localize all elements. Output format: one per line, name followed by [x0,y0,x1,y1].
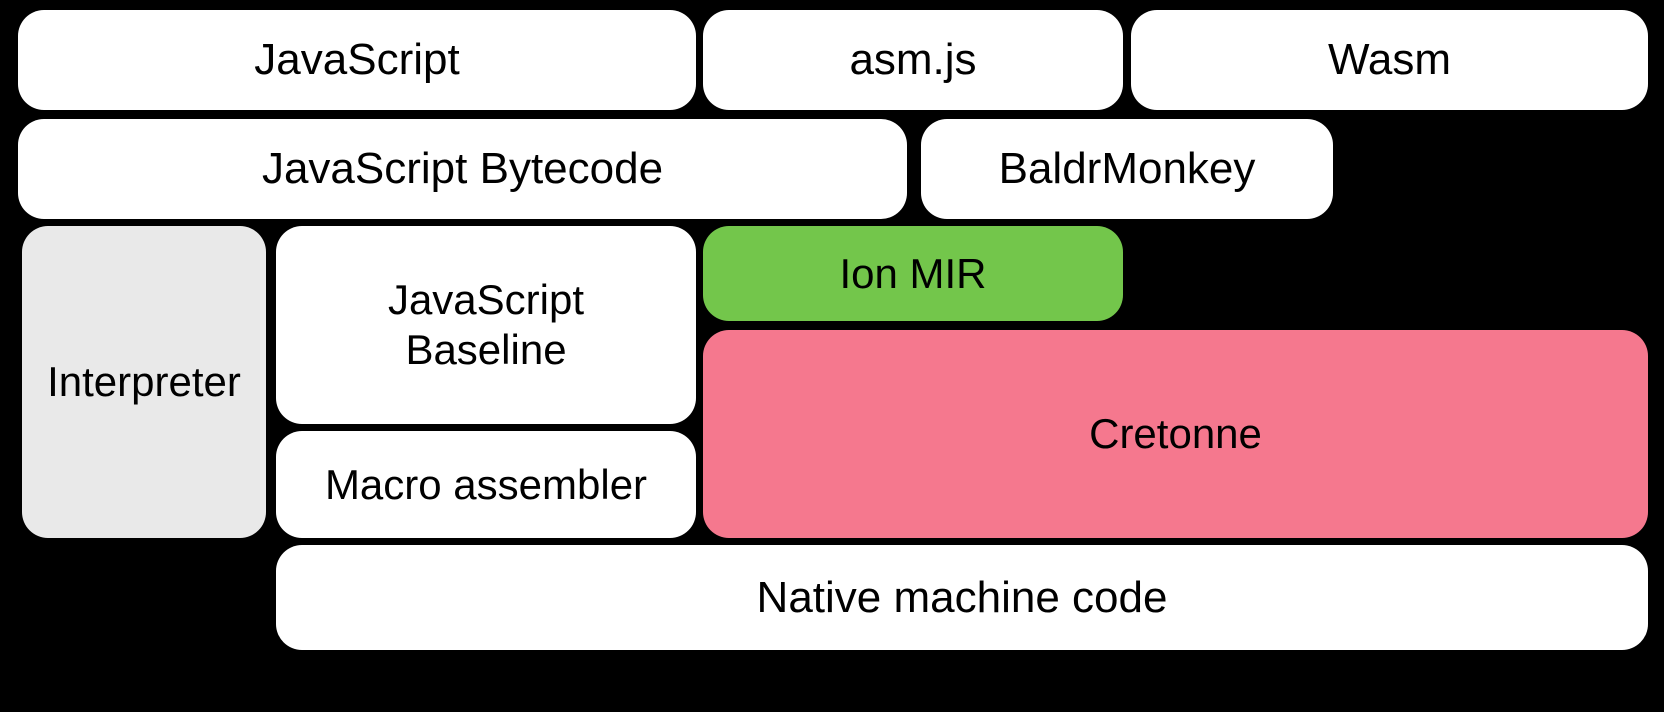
node-interpreter[interactable]: Interpreter [22,226,266,538]
node-macro-assembler[interactable]: Macro assembler [276,431,696,538]
node-ion-mir[interactable]: Ion MIR [703,226,1123,321]
node-baldrmonkey[interactable]: BaldrMonkey [921,119,1333,219]
node-cretonne[interactable]: Cretonne [703,330,1648,538]
node-javascript-baseline[interactable]: JavaScript Baseline [276,226,696,424]
node-asm-js[interactable]: asm.js [703,10,1123,110]
node-native-machine-code[interactable]: Native machine code [276,545,1648,650]
node-javascript[interactable]: JavaScript [18,10,696,110]
node-javascript-bytecode[interactable]: JavaScript Bytecode [18,119,907,219]
node-wasm[interactable]: Wasm [1131,10,1648,110]
